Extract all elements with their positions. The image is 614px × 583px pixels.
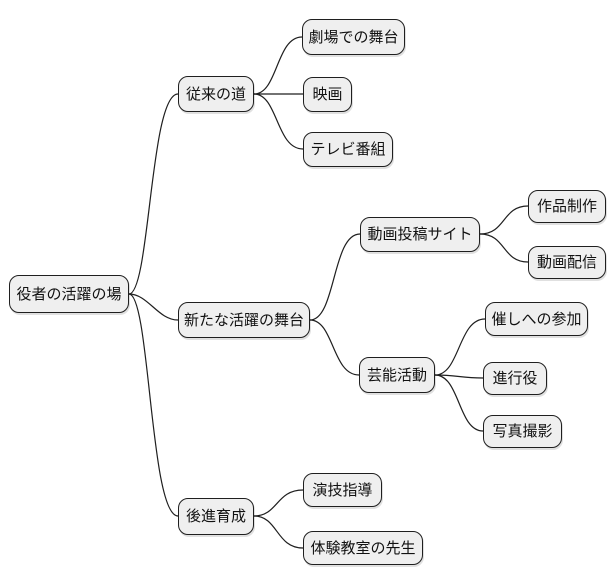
edge-entertainment-mc-role	[434, 374, 484, 379]
edge-conventional-tv-programs	[253, 93, 304, 150]
edge-root-conventional-path	[128, 93, 179, 295]
edge-entertainment-photo-shoots	[434, 374, 484, 432]
edge-video-sites-video-streaming	[479, 233, 529, 263]
node-conventional-path: 従来の道	[178, 76, 254, 112]
node-new-stage: 新たな活躍の舞台	[178, 302, 310, 338]
node-event-participation: 催しへの参加	[485, 302, 588, 336]
node-photo-shoots: 写真撮影	[483, 415, 562, 448]
edge-new-stage-entertainment	[309, 319, 360, 376]
node-video-streaming: 動画配信	[528, 246, 606, 279]
node-video-sites: 動画投稿サイト	[360, 217, 480, 252]
node-root: 役者の活躍の場	[9, 275, 129, 313]
edge-conventional-theater-stage	[253, 36, 303, 95]
node-mc-role: 進行役	[483, 362, 547, 395]
node-work-production: 作品制作	[528, 190, 606, 223]
edge-root-new-stage	[128, 293, 179, 321]
node-theater-stage: 劇場での舞台	[302, 19, 405, 55]
edge-new-stage-video-sites	[309, 233, 361, 321]
edge-entertainment-event-participation	[434, 318, 486, 376]
node-workshop-teacher: 体験教室の先生	[303, 531, 423, 565]
node-acting-coaching: 演技指導	[303, 473, 382, 507]
edge-video-sites-work-production	[479, 205, 529, 235]
node-mentoring: 後進育成	[178, 498, 254, 535]
edge-mentoring-acting-coaching	[253, 489, 304, 517]
node-tv-programs: テレビ番組	[303, 132, 393, 167]
edge-mentoring-workshop-teacher	[253, 515, 304, 549]
node-movies: 映画	[303, 77, 352, 112]
node-entertainment-activities: 芸能活動	[359, 357, 435, 393]
edge-root-mentoring	[128, 293, 179, 517]
